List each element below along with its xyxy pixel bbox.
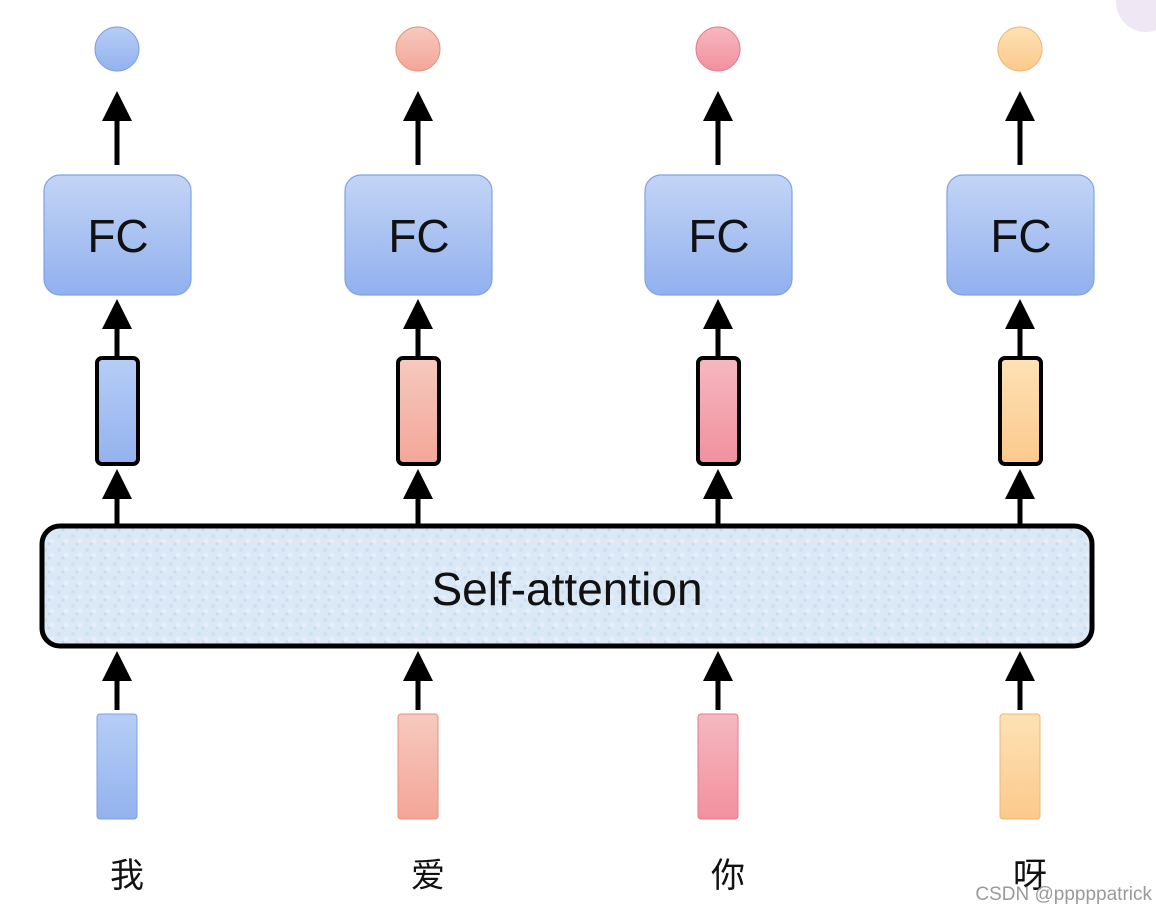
fc-box xyxy=(43,174,192,296)
hidden-vector xyxy=(696,356,741,466)
token-column: FC 你 xyxy=(644,26,793,896)
input-word: 爱 xyxy=(411,856,445,896)
token-column: FC 爱 xyxy=(344,26,493,896)
output-dot xyxy=(997,26,1043,72)
watermark: CSDN @pppppatrick xyxy=(975,884,1152,905)
token-column: FC 呀 xyxy=(946,26,1095,896)
fc-box xyxy=(946,174,1095,296)
output-dot xyxy=(395,26,441,72)
input-word: 你 xyxy=(711,856,745,896)
fc-box xyxy=(344,174,493,296)
fc-label: FC xyxy=(990,210,1051,262)
hidden-vector xyxy=(396,356,441,466)
corner-decoration xyxy=(1116,0,1156,32)
input-embedding xyxy=(397,713,439,820)
token-column: FC 我 xyxy=(43,26,192,896)
input-word: 呀 xyxy=(1013,856,1047,896)
self-attention-label: Self-attention xyxy=(431,563,702,615)
input-embedding xyxy=(697,713,739,820)
fc-box xyxy=(644,174,793,296)
output-dot xyxy=(695,26,741,72)
fc-label: FC xyxy=(688,210,749,262)
hidden-vector xyxy=(998,356,1043,466)
fc-label: FC xyxy=(388,210,449,262)
fc-label: FC xyxy=(87,210,148,262)
input-word: 我 xyxy=(110,856,144,896)
hidden-vector xyxy=(95,356,140,466)
input-embedding xyxy=(999,713,1041,820)
self-attention-block: Self-attention xyxy=(39,523,1095,649)
output-dot xyxy=(94,26,140,72)
input-embedding xyxy=(96,713,138,820)
